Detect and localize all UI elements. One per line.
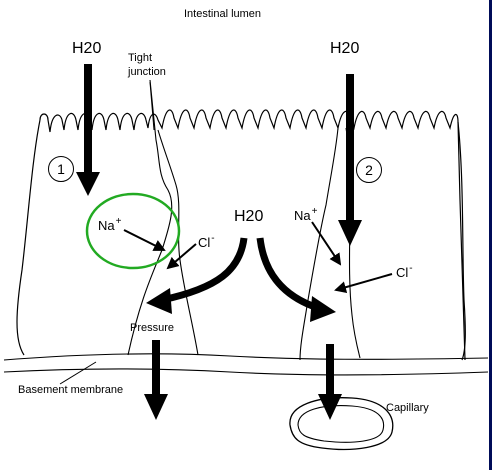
tight-junction-label-line2: junction <box>128 66 166 78</box>
right-lateral-wall-a <box>299 127 339 361</box>
capillary-inner <box>297 405 385 443</box>
water-curve-arrowhead-right <box>310 296 336 322</box>
water-entry-arrow-left <box>76 64 100 196</box>
tight-junction-label-line1: Tight <box>128 52 153 64</box>
basement-membrane-upper <box>3 353 489 361</box>
chloride-label-left: Cl- <box>198 233 215 250</box>
left-cell-wall <box>16 119 41 356</box>
water-label-center: H20 <box>234 208 264 225</box>
sodium-label-left: Na+ <box>98 216 122 233</box>
basement-membrane-label: Basement membrane <box>18 384 124 396</box>
basement-membrane-lower <box>3 368 489 376</box>
capillary-outer <box>289 397 394 451</box>
pressure-exit-arrow <box>144 340 168 420</box>
frame-edge <box>489 0 492 470</box>
tight-junction-line-a <box>127 79 173 356</box>
step-two-badge: 2 <box>356 157 382 183</box>
water-label-left: H20 <box>72 40 102 57</box>
capillary-label: Capillary <box>386 402 429 414</box>
water-curve-arrowhead-left <box>146 288 172 314</box>
sodium-arrow-left <box>123 229 166 251</box>
chloride-arrow-right <box>334 273 393 294</box>
intestinal-lumen-label: Intestinal lumen <box>184 8 262 20</box>
sodium-label-right: Na+ <box>294 206 318 223</box>
chloride-arrow-left <box>166 243 197 270</box>
right-cell-wall <box>457 121 466 361</box>
epithelial-cell-outline <box>39 109 466 361</box>
water-label-right: H20 <box>330 40 360 57</box>
water-curve-arrow-right <box>256 237 320 312</box>
sodium-arrow-right <box>311 221 342 266</box>
water-entry-arrow-right <box>338 74 362 246</box>
pressure-label: Pressure <box>130 322 175 334</box>
step-one-badge: 1 <box>48 156 74 182</box>
tight-junction-leader <box>149 81 155 131</box>
highlight-circle <box>85 192 181 270</box>
capillary-entry-arrow <box>318 344 342 420</box>
basement-membrane-leader <box>59 361 97 385</box>
water-curve-arrow-left <box>161 237 248 304</box>
chloride-label-right: Cl- <box>396 263 413 280</box>
